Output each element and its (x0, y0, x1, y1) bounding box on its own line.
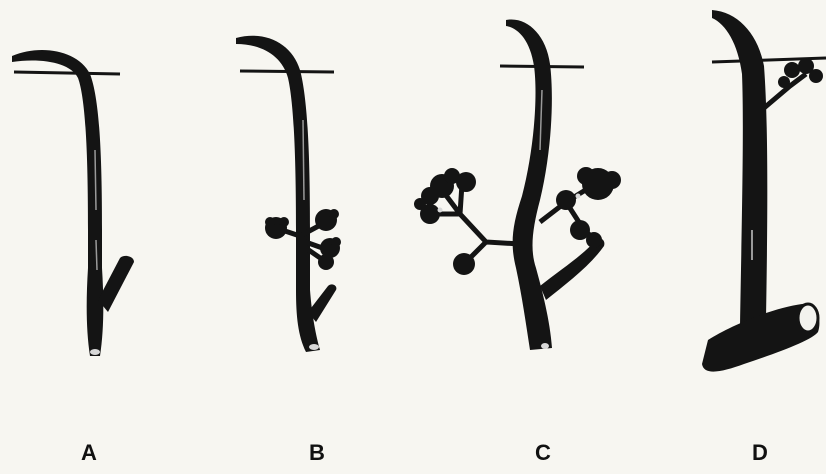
panel-c-stem (506, 19, 552, 350)
panel-b-nodule (265, 217, 289, 239)
panel-a-drawing (12, 50, 134, 356)
panel-b-nodule (318, 254, 334, 270)
panel-a-surface-line (14, 72, 120, 74)
panel-b-drawing (236, 36, 341, 352)
panel-b-root-branch (308, 284, 336, 322)
panel-b-label: B (302, 440, 332, 466)
panel-c-label: C (528, 440, 558, 466)
panel-a-label: A (74, 440, 104, 466)
panel-c-tip-highlight (541, 343, 549, 349)
panel-a-tip-highlight (90, 349, 100, 355)
panel-d-stem (712, 10, 767, 326)
panel-b-stem (236, 36, 320, 352)
panel-c-nodule (453, 253, 475, 275)
panel-b-stem-highlight (303, 120, 304, 200)
panel-c-drawing (414, 19, 621, 350)
panel-c-nodule-highlight (576, 194, 581, 199)
panel-b-tip-highlight (309, 344, 319, 350)
panel-b-nodule (315, 209, 339, 231)
panel-d-tuber-end (798, 304, 818, 332)
panel-c-nodule-highlight (438, 208, 443, 213)
panel-d-label: D (745, 440, 775, 466)
panel-a-root-branch (98, 256, 134, 312)
panel-c-left-branches (438, 184, 520, 262)
panel-c-nodule-cluster (556, 167, 621, 248)
panel-a-stem (12, 50, 103, 356)
panel-d-drawing (702, 10, 826, 372)
panel-d-nodule-cluster (778, 58, 823, 88)
